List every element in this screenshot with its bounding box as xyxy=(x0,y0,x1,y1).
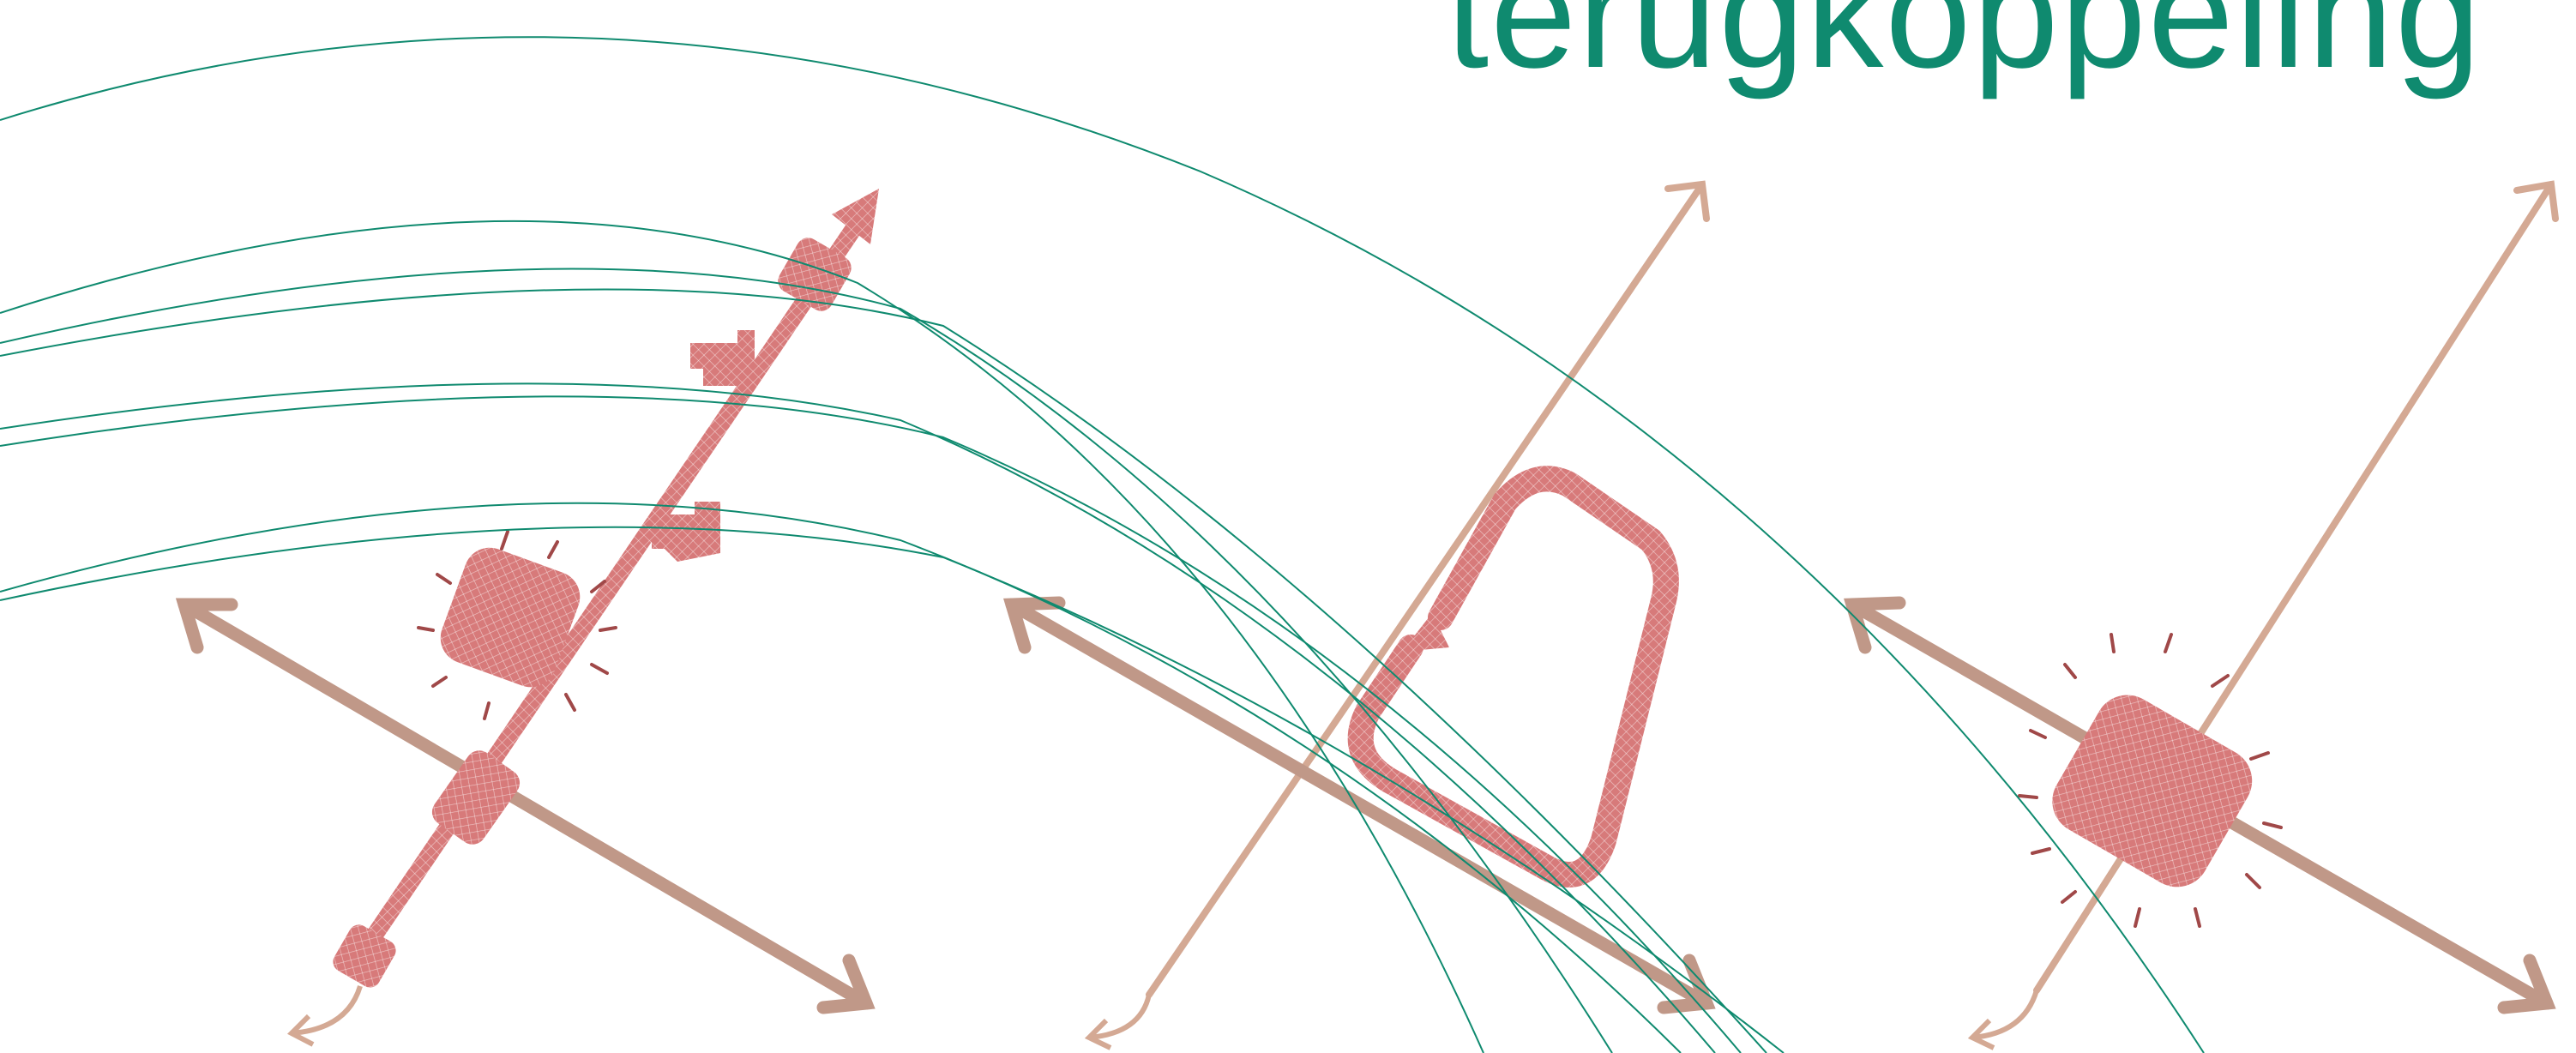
axis-arrow-3-thin xyxy=(2037,184,2555,990)
central-hub-node xyxy=(2040,683,2264,900)
panel-central-hub xyxy=(1852,184,2555,1048)
teal-flow-lines xyxy=(0,37,2204,1053)
feedback-loop-ring xyxy=(1361,478,1666,875)
chain-step-1 xyxy=(690,330,755,386)
panel-chain-process xyxy=(184,189,879,1044)
axis-arrow-2-thin xyxy=(1149,184,1706,995)
page-title: terugkoppeling xyxy=(1446,0,2483,100)
chain-block-bottom xyxy=(329,921,400,991)
chain-hub xyxy=(433,540,587,694)
